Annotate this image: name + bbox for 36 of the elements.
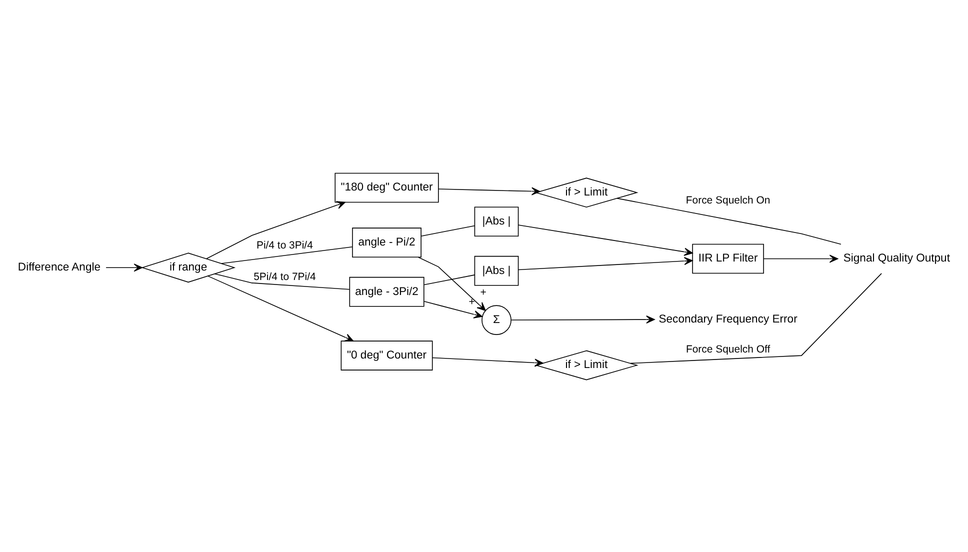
arrow <box>418 256 486 310</box>
node-box: angle - Pi/2 <box>352 227 422 258</box>
edge-label: Force Squelch Off <box>686 344 770 356</box>
edge-label: Force Squelch On <box>686 194 770 206</box>
node-box: IIR LP Filter <box>692 243 764 274</box>
edge-label: + <box>480 287 486 298</box>
node-diamond: if > Limit <box>534 177 638 208</box>
arrow <box>510 315 655 324</box>
node-box: |Abs | <box>474 206 519 236</box>
arrow <box>518 224 693 256</box>
arrow <box>208 275 354 341</box>
edge-label: 5Pi/4 to 7Pi/4 <box>254 272 316 283</box>
edge-label: Pi/4 to 3Pi/4 <box>256 240 313 252</box>
connector <box>616 197 842 244</box>
node-box: "0 deg" Counter <box>340 340 433 370</box>
arrow <box>432 356 544 366</box>
node-box: angle - 3Pi/2 <box>349 276 424 306</box>
node-text: Signal Quality Output <box>843 252 950 264</box>
node-text: Secondary Frequency Error <box>658 312 798 325</box>
connector <box>220 246 353 264</box>
arrow <box>438 186 540 195</box>
node-text: Difference Angle <box>18 261 101 274</box>
connector <box>214 272 350 290</box>
node-diamond: if range <box>141 252 236 282</box>
arrow <box>424 300 483 318</box>
node-box: |Abs | <box>474 255 519 286</box>
node-circle: Σ <box>482 304 512 334</box>
arrow <box>106 263 143 272</box>
arrow <box>763 254 838 262</box>
connector <box>424 274 475 285</box>
connector <box>630 272 882 364</box>
connector <box>420 224 476 236</box>
arrow <box>518 256 693 270</box>
arrow <box>206 200 346 259</box>
edge-label: + <box>468 296 475 308</box>
node-box: "180 deg" Counter <box>334 172 439 202</box>
